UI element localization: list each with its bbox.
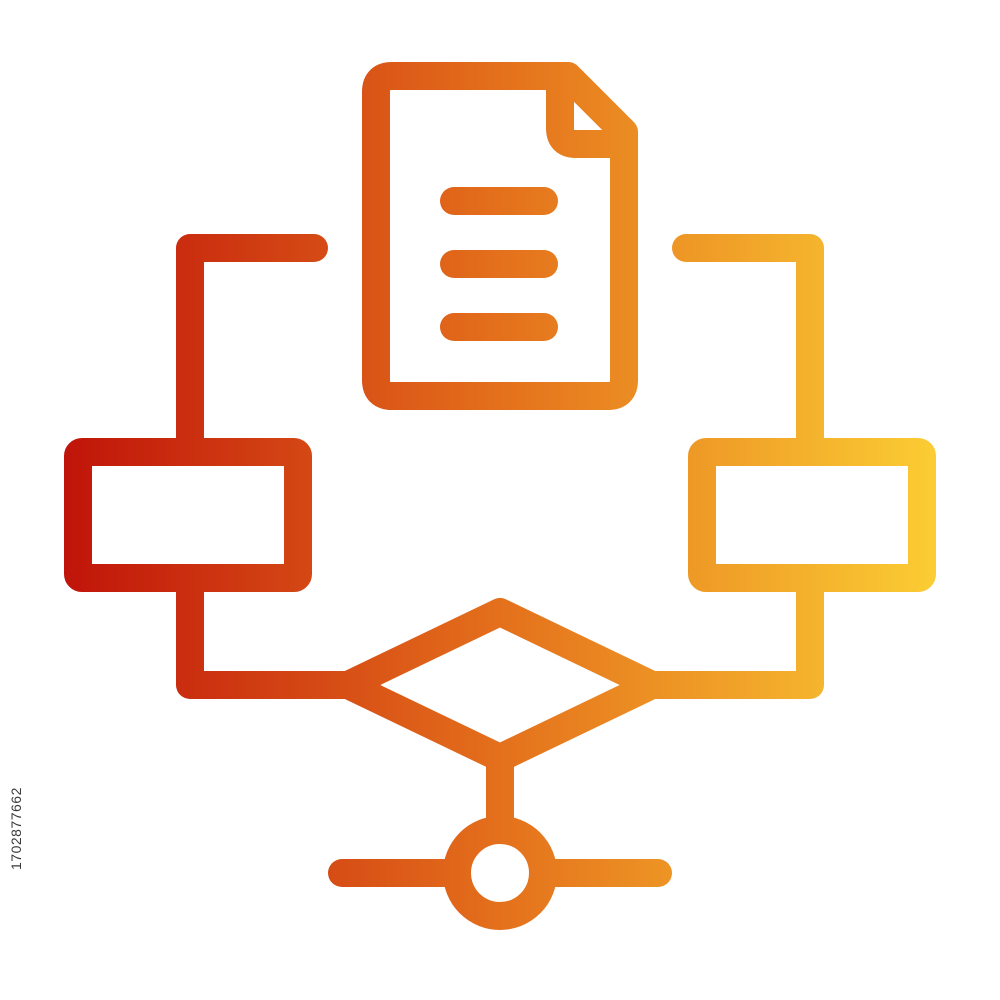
connector-bottom-left (176, 564, 362, 699)
document-fold (546, 68, 634, 158)
decision-diamond (334, 598, 666, 772)
process-box-right (688, 438, 936, 592)
connector-top-right (672, 234, 824, 466)
document-page (362, 62, 638, 410)
process-box-left (64, 438, 312, 592)
connector-top-left (176, 234, 328, 466)
stock-id-label: 1702877662 (8, 787, 24, 870)
connector-bottom-right (638, 564, 824, 699)
